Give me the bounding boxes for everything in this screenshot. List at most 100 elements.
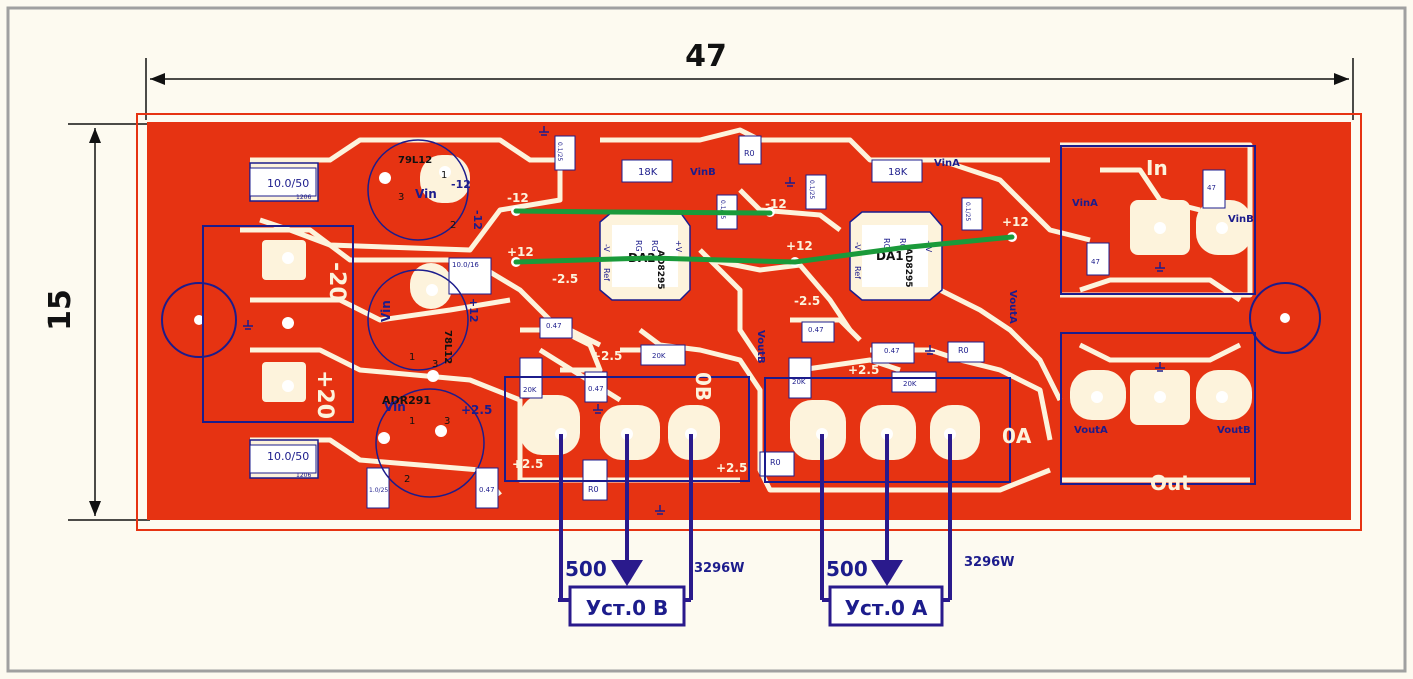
svg-text:0.1/25: 0.1/25	[808, 180, 815, 199]
label-neg20: -20	[324, 262, 349, 302]
svg-text:VoutA: VoutA	[1007, 290, 1018, 324]
svg-text:-12: -12	[471, 210, 484, 230]
svg-text:78L12: 78L12	[442, 330, 453, 364]
pot-a-label: 0A	[1002, 424, 1032, 448]
power-connector-outline	[202, 225, 354, 423]
svg-text:AD8295: AD8295	[655, 250, 665, 290]
svg-text:20K: 20K	[792, 378, 806, 386]
trimmer-a-value: 500	[826, 557, 868, 581]
svg-text:1: 1	[441, 170, 447, 181]
svg-text:Vin: Vin	[415, 187, 437, 201]
jumper-wires	[513, 208, 1015, 265]
svg-text:R0: R0	[770, 458, 781, 467]
capacitor-mid: 10.0/16	[448, 257, 492, 295]
svg-text:+12: +12	[467, 298, 480, 323]
svg-text:-12: -12	[765, 197, 787, 211]
svg-text:0.47: 0.47	[884, 347, 900, 355]
svg-text:ADR291: ADR291	[382, 394, 431, 407]
svg-text:+2.5: +2.5	[512, 457, 543, 471]
svg-text:0.1/25: 0.1/25	[964, 202, 971, 221]
svg-text:-V: -V	[853, 242, 862, 250]
svg-text:Ref: Ref	[853, 266, 862, 279]
svg-text:0.47: 0.47	[588, 385, 604, 393]
dimension-height-label: 15	[43, 289, 78, 331]
svg-text:79L12: 79L12	[398, 155, 432, 166]
svg-text:0.1/25: 0.1/25	[719, 200, 726, 219]
svg-text:VoutB: VoutB	[755, 330, 766, 364]
label-pos20: +20	[312, 370, 337, 419]
trimmer-b-label: Уст.0 В	[586, 596, 669, 620]
regulator-78l12: Vin 78L12 1 3 +12	[367, 269, 480, 371]
board-outline	[136, 113, 1362, 531]
connector-in-label: In	[1146, 156, 1168, 180]
svg-text:R0: R0	[744, 149, 755, 158]
output-connector-outline	[1060, 332, 1256, 485]
connector-out-label: Out	[1150, 471, 1191, 495]
input-connector-outline	[1060, 145, 1256, 295]
svg-text:2: 2	[450, 220, 456, 231]
svg-text:1: 1	[409, 416, 415, 427]
trimmer-a-part: 3296W	[964, 555, 1015, 570]
trimmer-b-part: 3296W	[694, 561, 745, 576]
svg-text:-12: -12	[507, 191, 529, 205]
svg-text:1206: 1206	[296, 472, 311, 479]
svg-text:1206: 1206	[296, 194, 311, 201]
svg-text:10.0/50: 10.0/50	[267, 450, 309, 463]
svg-text:VinA: VinA	[934, 158, 960, 169]
net-labels: -12 +12 -12 +12 +12 -2.5 -2.5 +2.5 +2.5 …	[507, 158, 1254, 475]
svg-text:RG: RG	[650, 240, 659, 252]
svg-text:1.0/25: 1.0/25	[369, 487, 388, 494]
svg-text:+12: +12	[507, 245, 534, 259]
regulator-79l12: 79L12 1 2 3 Vin -12 -12	[367, 139, 484, 241]
svg-text:-2.5: -2.5	[794, 294, 820, 308]
svg-text:-V: -V	[602, 244, 611, 252]
svg-text:VinA: VinA	[1072, 198, 1098, 209]
trimmer-b: Уст.0 В 500 3296W	[558, 434, 745, 627]
svg-text:-12: -12	[451, 178, 471, 191]
svg-text:47: 47	[1091, 258, 1100, 266]
svg-text:0.47: 0.47	[808, 326, 824, 334]
mount-hole-right	[1249, 282, 1321, 354]
svg-text:RG: RG	[898, 238, 907, 250]
svg-text:0.47: 0.47	[546, 322, 562, 330]
svg-text:20K: 20K	[903, 380, 917, 388]
svg-text:3: 3	[432, 359, 438, 370]
svg-text:20K: 20K	[652, 352, 666, 360]
svg-text:+12: +12	[1002, 215, 1029, 229]
svg-text:+2.5: +2.5	[591, 349, 622, 363]
svg-text:Vin: Vin	[384, 400, 406, 414]
pot-b-label: 0B	[691, 372, 715, 401]
svg-text:VoutA: VoutA	[1074, 425, 1108, 436]
capacitor-small: 1.0/25	[366, 467, 390, 509]
trimmer-a: Уст.0 А 500 3296W	[820, 434, 1015, 627]
svg-text:47: 47	[1207, 184, 1216, 192]
svg-text:1: 1	[409, 352, 415, 363]
capacitor-top: 10.0/50 1206	[249, 162, 319, 202]
svg-text:+2.5: +2.5	[848, 363, 879, 377]
dimension-width: 47	[145, 39, 1354, 120]
svg-text:+2.5: +2.5	[716, 461, 747, 475]
svg-text:+V: +V	[674, 240, 683, 253]
svg-text:2: 2	[404, 474, 410, 485]
svg-text:-2.5: -2.5	[552, 272, 578, 286]
ground-symbols	[243, 126, 1165, 515]
trimmer-b-value: 500	[565, 557, 607, 581]
svg-text:VinB: VinB	[690, 167, 716, 178]
svg-text:R0: R0	[588, 485, 599, 494]
mount-hole-left	[161, 282, 237, 358]
svg-text:VoutB: VoutB	[1217, 425, 1251, 436]
svg-text:18K: 18K	[888, 167, 908, 178]
svg-text:Ref: Ref	[602, 268, 611, 281]
svg-text:3: 3	[444, 416, 450, 427]
svg-text:Vin: Vin	[379, 300, 393, 322]
svg-text:10.0/16: 10.0/16	[452, 261, 479, 269]
dimension-width-label: 47	[685, 39, 727, 74]
regulator-adr291: ADR291 Vin 1 3 2 +2.5	[375, 388, 492, 498]
svg-text:10.0/50: 10.0/50	[267, 177, 309, 190]
svg-text:20K: 20K	[523, 386, 537, 394]
svg-text:0.1/25: 0.1/25	[556, 142, 563, 161]
svg-text:RG: RG	[634, 240, 643, 252]
trimmer-a-label: Уст.0 А	[845, 596, 928, 620]
chip-da2: DA2 AD8295 -V RG RG +V Ref	[599, 211, 691, 301]
